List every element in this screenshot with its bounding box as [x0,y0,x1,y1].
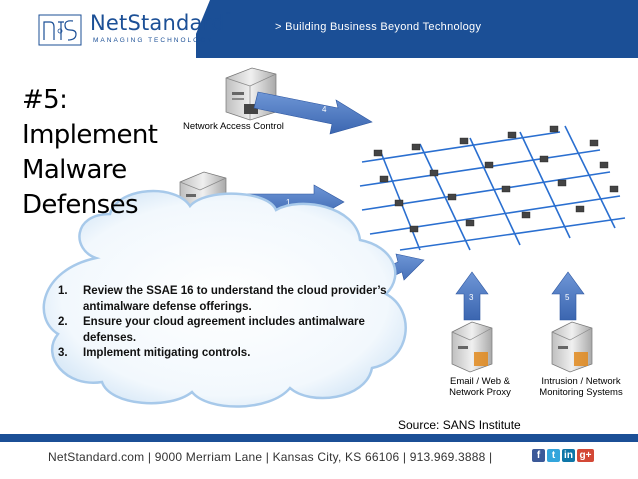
slide-title: #5: Implement Malware Defenses [22,85,158,220]
monitoring-server-icon [551,321,593,373]
logo-subtext: MANAGING TECHNOLOGY [93,37,214,44]
footer-contact: NetStandard.com | 9000 Merriam Lane | Ka… [48,450,493,464]
cloud-shape [42,189,407,408]
source-caption: Source: SANS Institute [398,418,521,432]
network-grid [359,125,626,251]
facebook-icon[interactable]: f [532,449,545,462]
email-proxy-label: Email / Web & Network Proxy [449,376,511,398]
intrusion-monitoring-label: Intrusion / Network Monitoring Systems [539,376,623,398]
computer-icons [373,125,619,233]
netstandard-logo-icon [38,14,82,46]
svg-text:5: 5 [565,293,570,302]
header-cut [186,0,210,58]
twitter-icon[interactable]: t [547,449,560,462]
network-access-control-label: Network Access Control [183,121,284,132]
arrow-4-icon: 4 [253,91,373,135]
svg-text:4: 4 [322,105,327,114]
list-item: 2.Ensure your cloud agreement includes a… [58,316,365,344]
svg-text:3: 3 [469,293,474,302]
recommendation-list: 1.Review the SSAE 16 to understand the c… [58,284,388,362]
list-item: 1.Review the SSAE 16 to understand the c… [58,285,387,313]
header: NetStandard™ MANAGING TECHNOLOGY > Build… [0,0,638,58]
proxy-server-icon [451,321,493,373]
footer-bar [0,434,638,442]
tagline: > Building Business Beyond Technology [275,21,482,33]
arrow-5-icon: 5 [551,271,585,321]
linkedin-icon[interactable]: in [562,449,575,462]
svg-text:1: 1 [286,198,291,207]
logo-text: NetStandard™ [90,11,232,35]
google-plus-icon[interactable]: g+ [577,449,594,462]
arrow-3-icon: 3 [455,271,489,321]
header-bar [196,0,638,58]
list-item: 3.Implement mitigating controls. [58,347,251,359]
